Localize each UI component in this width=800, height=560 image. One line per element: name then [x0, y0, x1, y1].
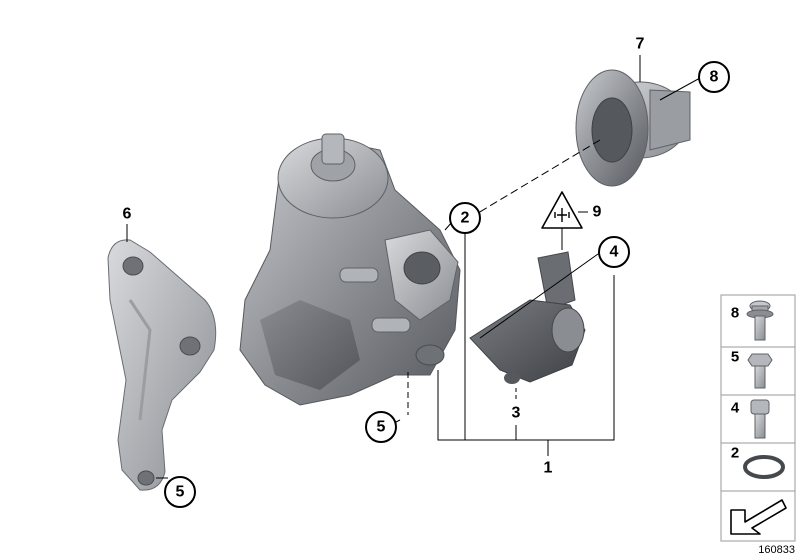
callout-2-label: 2	[461, 210, 470, 227]
callout-2: 2	[449, 202, 481, 234]
high-pressure-pump	[239, 133, 461, 406]
hardware-legend: 8 5 4 2	[720, 294, 796, 542]
legend-label-2: 2	[731, 445, 739, 462]
label-3: 3	[512, 405, 521, 422]
callout-5-pump-label: 5	[377, 419, 386, 436]
socket-screw-icon	[750, 399, 770, 439]
electrical-warning-icon	[541, 191, 588, 229]
label-7: 7	[636, 36, 645, 53]
callout-5-pump: 5	[365, 411, 397, 443]
diagram-reference-number: 160833	[758, 544, 795, 556]
legend-label-5: 5	[731, 349, 739, 366]
callout-8: 8	[698, 61, 730, 93]
label-1: 1	[544, 460, 553, 477]
o-ring-icon	[743, 455, 785, 479]
torx-bolt-icon	[746, 300, 774, 341]
leader-lines	[126, 55, 701, 479]
label-6: 6	[123, 206, 132, 223]
callout-4-label: 4	[610, 244, 619, 261]
next-page-arrow-icon[interactable]	[730, 499, 787, 535]
callout-4: 4	[598, 236, 630, 268]
callout-8-label: 8	[710, 69, 719, 86]
bracket-part	[107, 239, 217, 491]
legend-label-8: 8	[731, 305, 739, 322]
label-9: 9	[593, 204, 602, 221]
callout-5-bracket-label: 5	[176, 484, 185, 501]
sprocket-part	[575, 69, 691, 187]
callout-5-bracket: 5	[164, 476, 196, 508]
hex-bolt-icon	[747, 353, 773, 389]
control-valve-part	[469, 251, 586, 384]
legend-label-4: 4	[731, 400, 740, 417]
